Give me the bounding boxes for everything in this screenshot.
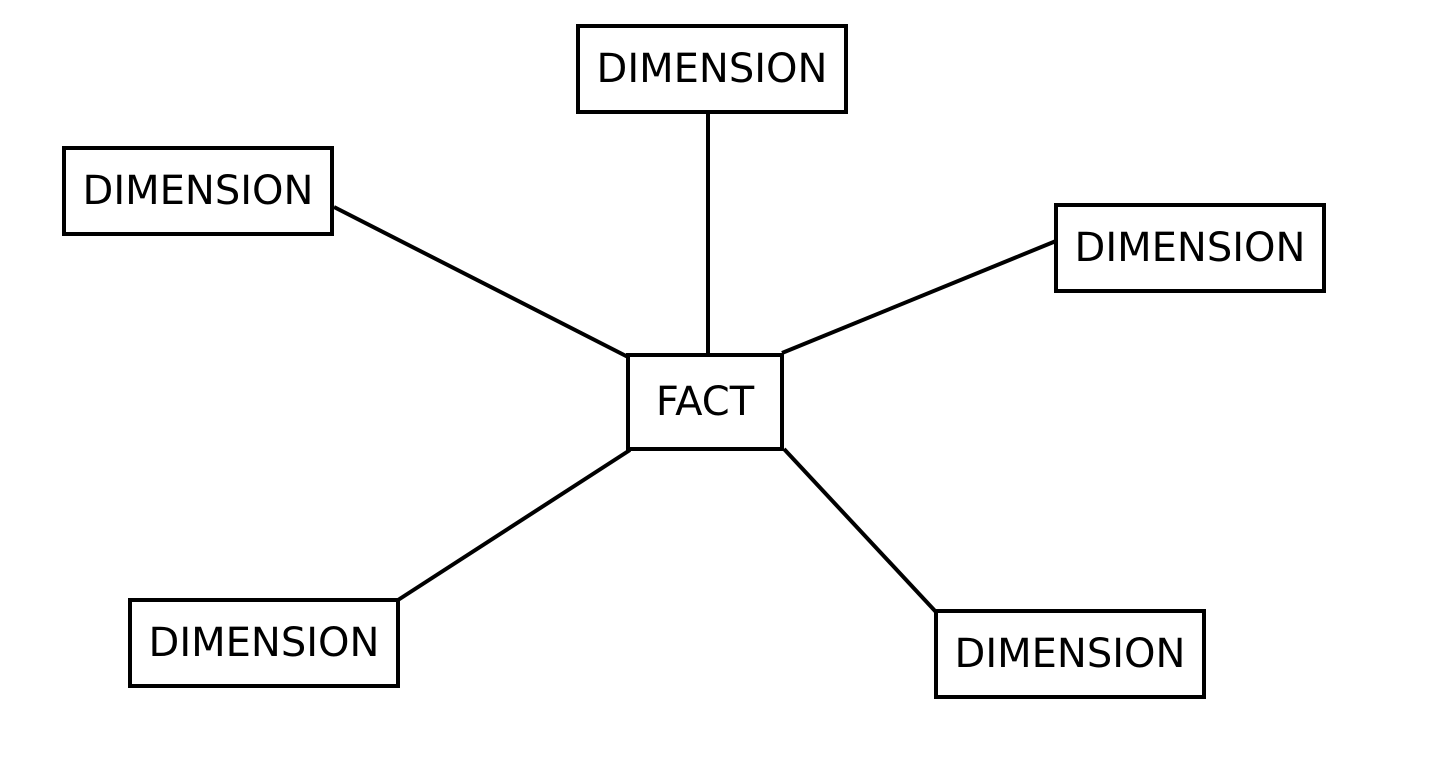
dimension-label: DIMENSION [596,46,828,92]
connector-bottom-right [782,447,938,614]
dimension-label: DIMENSION [1074,225,1306,271]
dimension-label: DIMENSION [148,620,380,666]
fact-label: FACT [655,379,755,425]
connector-left [333,205,629,359]
dimension-box-bottom-left: DIMENSION [128,598,400,688]
dimension-box-left: DIMENSION [62,146,334,236]
connector-bottom-left [396,448,632,602]
dimension-box-bottom-right: DIMENSION [934,609,1206,699]
dimension-box-top: DIMENSION [576,24,848,114]
dimension-label: DIMENSION [954,631,1186,677]
fact-box: FACT [626,353,784,451]
connector-right [781,239,1057,355]
dimension-label: DIMENSION [82,168,314,214]
dimension-box-right: DIMENSION [1054,203,1326,293]
